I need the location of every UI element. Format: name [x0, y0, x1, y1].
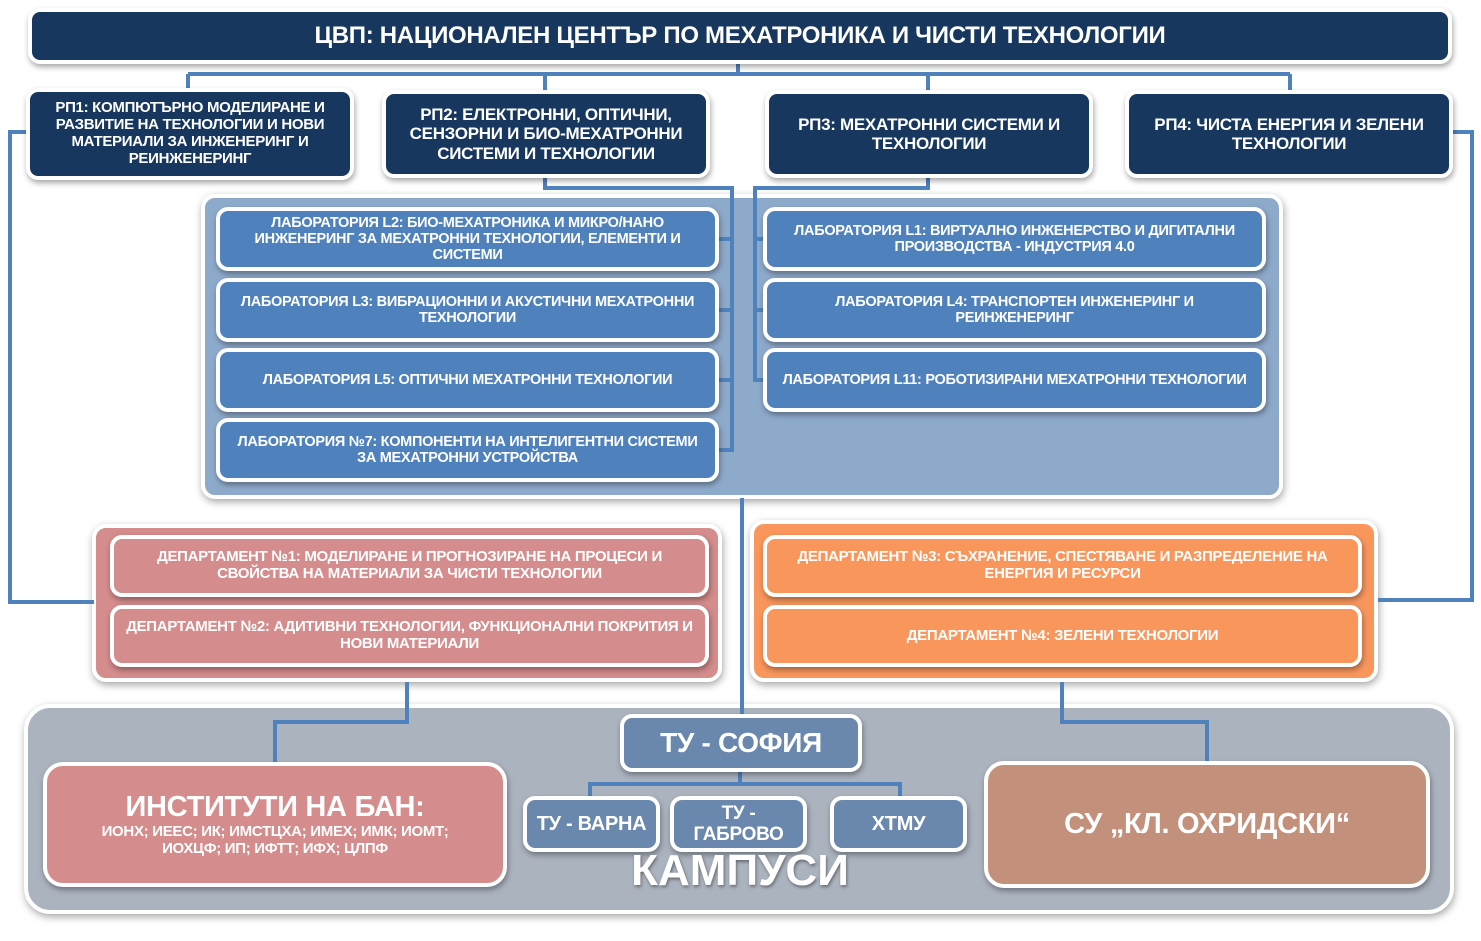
ban-list: ИОНХ; ИЕЕС; ИК; ИМСТЦХА; ИМЕХ; ИМК; ИОМТ…: [101, 822, 449, 857]
lab-l4: ЛАБОРАТОРИЯ L4: ТРАНСПОРТЕН ИНЖЕНЕРИНГ И…: [763, 278, 1266, 342]
tu-sofia: ТУ - СОФИЯ: [620, 714, 862, 772]
lab-l11: ЛАБОРАТОРИЯ L11: РОБОТИЗИРАНИ МЕХАТРОННИ…: [763, 348, 1266, 412]
department-2: ДЕПАРТАМЕНТ №2: АДИТИВНИ ТЕХНОЛОГИИ, ФУН…: [110, 605, 709, 667]
lab-l3: ЛАБОРАТОРИЯ L3: ВИБРАЦИОННИ И АКУСТИЧНИ …: [216, 278, 719, 342]
work-package-rp3: РП3: МЕХАТРОННИ СИСТЕМИ И ТЕХНОЛОГИИ: [765, 90, 1093, 178]
work-package-rp4: РП4: ЧИСТА ЕНЕРГИЯ И ЗЕЛЕНИ ТЕХНОЛОГИИ: [1125, 90, 1453, 178]
lab-l2: ЛАБОРАТОРИЯ L2: БИО-МЕХАТРОНИКА И МИКРО/…: [216, 207, 719, 271]
htmu: ХТМУ: [830, 796, 967, 852]
department-3: ДЕПАРТАМЕНТ №3: СЪХРАНЕНИЕ, СПЕСТЯВАНЕ И…: [763, 535, 1362, 597]
tu-gabrovo: ТУ - ГАБРОВО: [670, 796, 807, 852]
main-title: ЦВП: НАЦИОНАЛЕН ЦЕНТЪР ПО МЕХАТРОНИКА И …: [28, 8, 1452, 64]
work-package-rp1: РП1: КОМПЮТЪРНО МОДЕЛИРАНЕ И РАЗВИТИЕ НА…: [26, 88, 354, 180]
lab-7: ЛАБОРАТОРИЯ №7: КОМПОНЕНТИ НА ИНТЕЛИГЕНТ…: [216, 418, 719, 482]
sofia-university: СУ „КЛ. ОХРИДСКИ“: [984, 761, 1430, 888]
department-1: ДЕПАРТАМЕНТ №1: МОДЕЛИРАНЕ И ПРОГНОЗИРАН…: [110, 535, 709, 597]
campuses-label: КАМПУСИ: [631, 846, 849, 895]
ban-institutes: ИНСТИТУТИ НА БАН: ИОНХ; ИЕЕС; ИК; ИМСТЦХ…: [43, 762, 507, 887]
lab-l1: ЛАБОРАТОРИЯ L1: ВИРТУАЛНО ИНЖЕНЕРСТВО И …: [763, 207, 1266, 271]
tu-varna: ТУ - ВАРНА: [523, 796, 660, 852]
lab-l5: ЛАБОРАТОРИЯ L5: ОПТИЧНИ МЕХАТРОННИ ТЕХНО…: [216, 348, 719, 412]
work-package-rp2: РП2: ЕЛЕКТРОННИ, ОПТИЧНИ, СЕНЗОРНИ И БИО…: [382, 90, 710, 178]
ban-title: ИНСТИТУТИ НА БАН:: [125, 791, 425, 824]
department-4: ДЕПАРТАМЕНТ №4: ЗЕЛЕНИ ТЕХНОЛОГИИ: [763, 605, 1362, 667]
